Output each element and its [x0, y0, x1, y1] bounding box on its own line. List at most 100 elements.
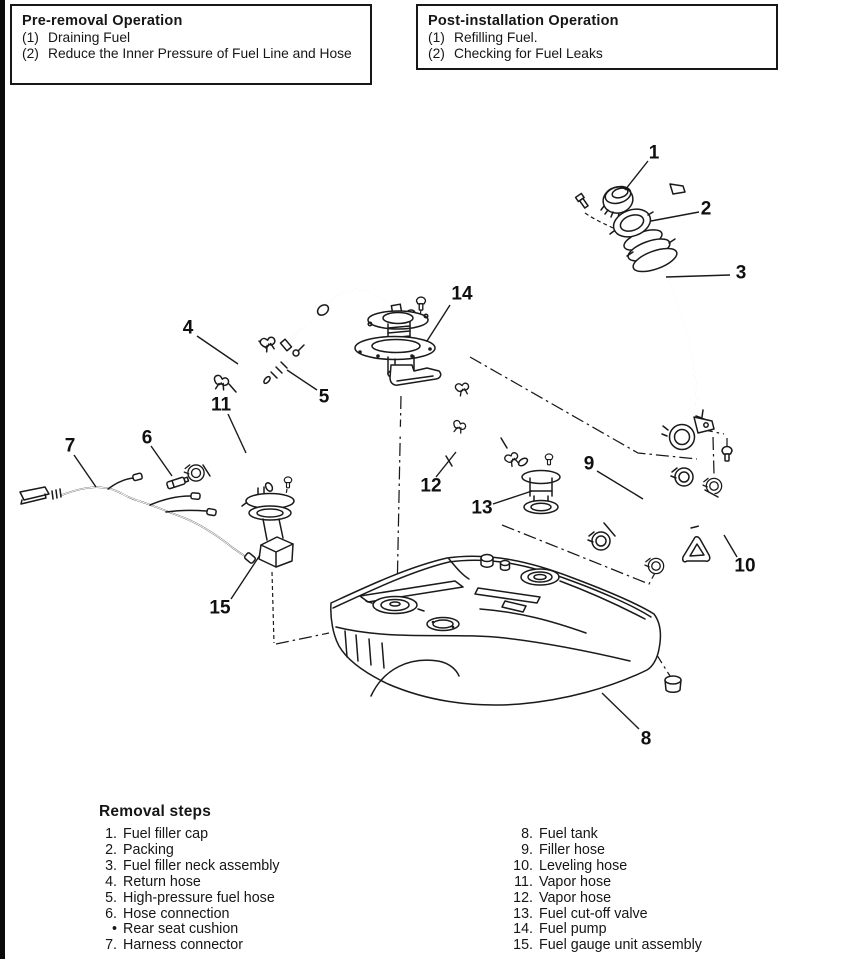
scan-edge-bar — [0, 0, 5, 959]
item-text: Refilling Fuel. — [454, 30, 538, 45]
item-text: Draining Fuel — [48, 30, 131, 45]
step-row: 7. Harness connector — [99, 937, 280, 954]
part-fuel-filler-cap — [574, 183, 686, 219]
post-installation-item: (1) Refilling Fuel. — [428, 30, 766, 45]
part-hose-connection — [166, 476, 190, 490]
step-text: Fuel cut-off valve — [539, 905, 648, 922]
callout-12: 12 — [420, 476, 441, 497]
step-number: 3. — [105, 857, 117, 874]
step-number: 13. — [513, 905, 533, 922]
step-text: Fuel filler neck assembly — [123, 857, 280, 874]
step-number: 15. — [513, 937, 533, 954]
step-number: 2. — [105, 841, 117, 858]
step-text: Fuel gauge unit assembly — [539, 937, 702, 954]
pre-removal-operation-box: Pre-removal Operation (1) Draining Fuel … — [10, 4, 372, 85]
step-number: 12. — [513, 889, 533, 906]
step-text: Vapor hose — [539, 873, 612, 890]
tank-filler-hole — [520, 568, 560, 586]
part-fuel-gauge-unit — [241, 476, 295, 568]
step-text: Hose connection — [123, 905, 230, 922]
step-number: 14. — [513, 921, 533, 938]
pre-removal-item: (1) Draining Fuel — [22, 30, 360, 45]
callout-13: 13 — [471, 498, 492, 519]
step-row: 6. Hose connection — [99, 905, 280, 923]
callout-leader-lines — [73, 160, 738, 730]
callout-6: 6 — [142, 428, 153, 449]
step-row: 4.Return hose — [99, 873, 280, 891]
part-filler-hose — [587, 484, 704, 575]
callout-8: 8 — [641, 729, 652, 750]
item-number: (1) — [22, 30, 39, 45]
removal-steps-left-column: 1. Fuel filler cap 2. Packing 3. Fuel fille… — [99, 826, 280, 954]
step-text: Rear seat cushion — [123, 921, 239, 938]
part-fuel-cutoff-valve — [517, 453, 561, 515]
step-number: 9. — [521, 841, 533, 858]
part-filler-neck-assembly — [623, 229, 733, 495]
step-row: 5. High-pressure fuel hose — [99, 889, 280, 907]
callout-5: 5 — [319, 387, 330, 408]
removal-steps-right-column: 8. Fuel tank 9. Filler hose 10. Leveling ho… — [502, 826, 702, 954]
item-number: (1) — [428, 30, 445, 45]
pre-removal-title: Pre-removal Operation — [22, 13, 183, 29]
post-installation-item: (2) Checking for Fuel Leaks — [428, 46, 766, 61]
callout-11: 11 — [211, 395, 232, 416]
step-row: 10. Leveling hose — [502, 857, 702, 875]
post-installation-title: Post-installation Operation — [428, 13, 619, 29]
part-packing — [609, 208, 654, 238]
item-text: Reduce the Inner Pressure of Fuel Line a… — [48, 46, 352, 62]
item-number: (2) — [428, 46, 445, 62]
step-number: 8. — [521, 826, 533, 842]
step-text: Packing — [123, 841, 174, 858]
pre-removal-item: (2) Reduce the Inner Pressure of Fuel Li… — [22, 46, 360, 61]
step-row: 11. Vapor hose — [502, 873, 702, 891]
callout-10: 10 — [734, 556, 755, 577]
part-fuel-pump — [279, 288, 442, 386]
removal-steps-title: Removal steps — [99, 803, 212, 820]
step-text: Fuel filler cap — [123, 826, 209, 842]
step-text: High-pressure fuel hose — [123, 889, 275, 906]
tank-gauge-hole — [426, 616, 460, 632]
step-number: 11. — [514, 873, 533, 890]
part-return-hose — [211, 335, 278, 393]
step-text: Fuel pump — [539, 921, 607, 938]
part-fuel-tank — [330, 553, 682, 706]
step-number: 1. — [105, 826, 117, 842]
callout-15: 15 — [209, 598, 231, 619]
tank-breather-caps — [480, 553, 511, 572]
step-text: Leveling hose — [539, 857, 628, 874]
step-text: Fuel tank — [539, 826, 598, 842]
part-vapor-hose-12 — [445, 437, 522, 469]
step-number: 4. — [105, 873, 117, 890]
step-text: Harness connector — [123, 937, 243, 954]
callout-3: 3 — [736, 263, 747, 284]
step-text: Vapor hose — [539, 889, 612, 906]
part-vapor-hose-11 — [183, 381, 507, 482]
step-number: 6. — [105, 905, 117, 922]
callout-2: 2 — [701, 199, 712, 220]
step-row: 13. Fuel cut-off valve — [502, 905, 702, 923]
step-row: 9. Filler hose — [502, 841, 702, 859]
step-row: 12. Vapor hose — [502, 889, 702, 907]
step-row-bullet: • Rear seat cushion — [99, 922, 280, 938]
step-bullet: • — [111, 921, 117, 938]
part-harness-connector — [19, 472, 257, 564]
callout-numbers: 1 2 3 4 5 6 7 8 9 10 11 12 13 14 15 — [65, 143, 756, 750]
callout-7: 7 — [65, 436, 76, 457]
cap-retainer-bolt — [574, 192, 589, 209]
step-number: 10. — [513, 857, 533, 874]
step-row: 14. Fuel pump — [502, 922, 702, 938]
post-installation-operation-box: Post-installation Operation (1) Refillin… — [416, 4, 778, 70]
step-text: Filler hose — [539, 841, 605, 858]
step-number: 7. — [105, 937, 117, 954]
callout-9: 9 — [584, 454, 595, 475]
step-row: 2. Packing — [99, 841, 280, 859]
step-row: 3. Fuel filler neck assembly — [99, 857, 280, 875]
step-row: 1. Fuel filler cap — [99, 826, 280, 843]
step-number: 5. — [105, 889, 117, 906]
step-row: 8. Fuel tank — [502, 826, 702, 843]
callout-14: 14 — [451, 284, 473, 305]
callout-1: 1 — [649, 143, 660, 164]
part-high-pressure-fuel-hose — [263, 344, 305, 385]
tank-drain-cup — [664, 675, 682, 693]
item-number: (2) — [22, 46, 39, 62]
